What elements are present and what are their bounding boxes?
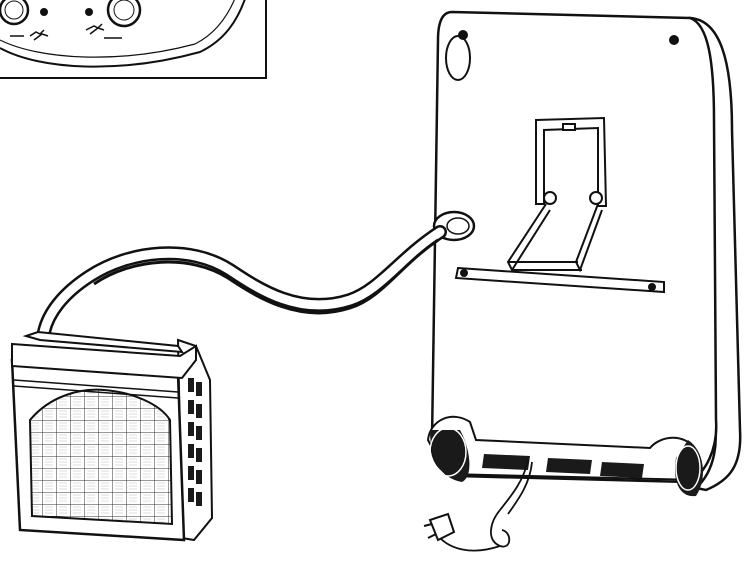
connection-hose — [37, 225, 447, 339]
indicator-light-right — [85, 8, 93, 16]
rail-bar — [454, 266, 665, 294]
mount-dot-left — [458, 30, 468, 40]
mount-dot-right — [669, 35, 679, 45]
mount-hole-left — [445, 35, 471, 81]
wall-bracket — [506, 116, 608, 273]
carry-handle — [22, 330, 184, 354]
wheels — [429, 427, 703, 497]
right-knob — [106, 0, 142, 28]
main-unit-body — [430, 10, 718, 484]
fan-speed-icon — [85, 23, 122, 39]
outdoor-unit — [10, 330, 214, 542]
plug — [423, 512, 456, 542]
outdoor-unit-lid — [11, 342, 197, 380]
side-vents — [188, 378, 202, 506]
main-unit — [423, 10, 742, 552]
control-panel-dial-outline — [0, 0, 246, 68]
base-slots — [482, 454, 644, 478]
power-cord — [439, 459, 533, 552]
control-panel-inset — [0, 0, 267, 79]
grille — [28, 388, 174, 526]
fan-speed-icon — [10, 29, 49, 41]
indicator-light-left — [40, 8, 48, 16]
left-knob — [0, 0, 30, 26]
